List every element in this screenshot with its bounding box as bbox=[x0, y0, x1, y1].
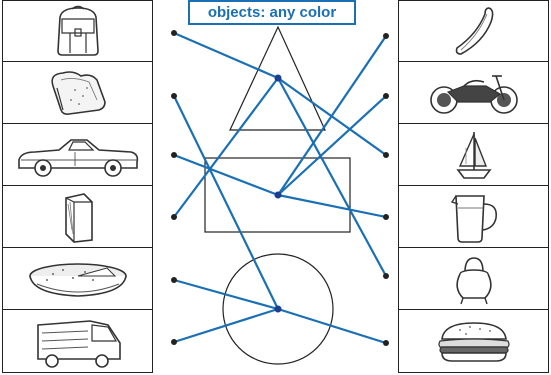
triangle-shape bbox=[229, 25, 326, 131]
connection-line bbox=[277, 77, 387, 277]
triangle-center-dot bbox=[274, 74, 282, 82]
pitcher-cell bbox=[399, 187, 548, 248]
connection-line bbox=[173, 278, 279, 311]
connection-line bbox=[173, 95, 279, 310]
right-dot bbox=[383, 152, 389, 158]
motorcycle-cell bbox=[399, 63, 548, 124]
motorcycle-icon bbox=[429, 75, 518, 114]
connection-line bbox=[277, 307, 387, 345]
burger-cell bbox=[399, 311, 548, 372]
banana-icon bbox=[455, 7, 493, 55]
left-object-column bbox=[2, 0, 153, 373]
sailboat-cell bbox=[399, 125, 548, 186]
right-dot bbox=[383, 340, 389, 346]
left-dot bbox=[171, 277, 177, 283]
connection-line bbox=[173, 153, 279, 197]
truck-icon bbox=[36, 319, 121, 368]
pie-icon bbox=[28, 263, 127, 297]
connection-line bbox=[173, 77, 279, 218]
rectangle-shape bbox=[204, 157, 351, 233]
connection-line bbox=[173, 31, 279, 80]
pitcher-icon bbox=[450, 195, 497, 243]
backpack-cell bbox=[3, 1, 152, 62]
left-dot bbox=[171, 152, 177, 158]
circle-shape bbox=[222, 253, 334, 365]
pot-cell bbox=[399, 249, 548, 310]
sailboat-icon bbox=[455, 132, 492, 179]
left-dot bbox=[171, 214, 177, 220]
circle-center-dot bbox=[274, 305, 282, 313]
car-icon bbox=[17, 139, 138, 177]
connection-line bbox=[277, 35, 387, 196]
right-dot bbox=[383, 93, 389, 99]
banana-cell bbox=[399, 1, 548, 62]
car-cell bbox=[3, 125, 152, 186]
box-cell bbox=[3, 187, 152, 248]
pie-cell bbox=[3, 249, 152, 310]
connection-line bbox=[173, 307, 279, 344]
right-object-column bbox=[398, 0, 549, 373]
burger-icon bbox=[437, 321, 510, 362]
toast-cell bbox=[3, 63, 152, 124]
connection-lines bbox=[173, 31, 387, 345]
truck-cell bbox=[3, 311, 152, 372]
backpack-icon bbox=[56, 5, 99, 56]
toast-icon bbox=[50, 71, 106, 115]
left-dot bbox=[171, 93, 177, 99]
connection-line bbox=[277, 193, 387, 219]
connection-line bbox=[277, 95, 387, 196]
rectangle-center-dot bbox=[274, 191, 282, 199]
left-dot bbox=[171, 30, 177, 36]
left-dot bbox=[171, 339, 177, 345]
right-dot bbox=[383, 33, 389, 39]
page-title: objects: any color bbox=[188, 0, 356, 25]
right-dot bbox=[383, 273, 389, 279]
pot-icon bbox=[455, 257, 492, 305]
box-icon bbox=[64, 193, 93, 243]
right-dot bbox=[383, 214, 389, 220]
